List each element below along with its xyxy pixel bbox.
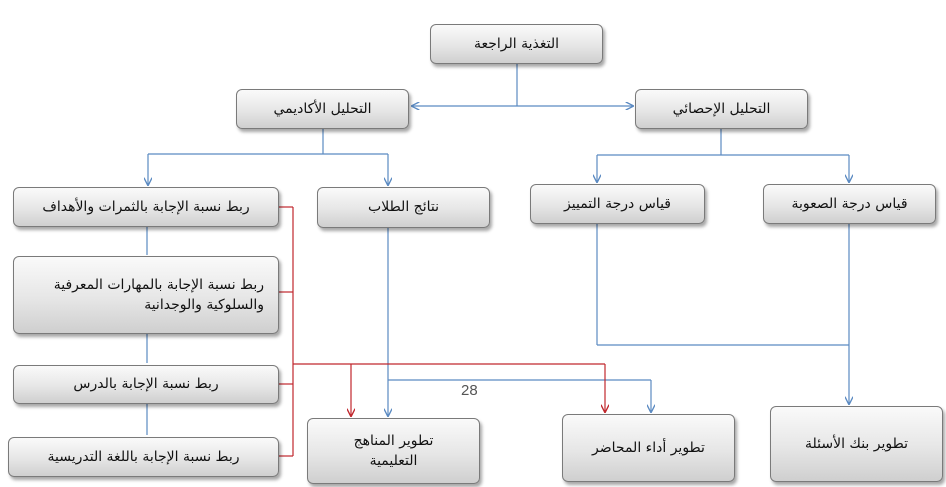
node-student-results: نتائج الطلاب — [317, 187, 490, 228]
page-number: 28 — [461, 382, 478, 399]
node-label: التحليل الإحصائي — [672, 100, 771, 117]
node-statistical-analysis: التحليل الإحصائي — [635, 89, 808, 129]
node-label: ربط نسبة الإجابة بالثمرات والأهداف — [42, 198, 250, 215]
node-academic-analysis: التحليل الأكاديمي — [236, 89, 409, 129]
academic-branch-connector — [148, 128, 388, 185]
node-link-skills: ربط نسبة الإجابة بالمهارات المعرفية والس… — [13, 256, 279, 334]
node-label: ربط نسبة الإجابة بالمهارات المعرفية والس… — [53, 276, 264, 313]
node-difficulty-index: قياس درجة الصعوبة — [763, 184, 936, 224]
node-lecturer-development: تطوير أداء المحاضر — [562, 414, 735, 482]
node-curriculum-development: تطوير المناهج التعليمية — [307, 418, 480, 484]
node-link-lesson: ربط نسبة الإجابة بالدرس — [13, 365, 279, 404]
node-label: تطوير بنك الأسئلة — [804, 435, 909, 452]
feedback-connector — [412, 64, 633, 106]
node-discrimination-index: قياس درجة التمييز — [530, 184, 705, 224]
node-link-language: ربط نسبة الإجابة باللغة التدريسية — [8, 437, 279, 477]
node-label: قياس درجة الصعوبة — [791, 195, 908, 212]
node-link-outcomes-goals: ربط نسبة الإجابة بالثمرات والأهداف — [13, 187, 279, 227]
node-label: نتائج الطلاب — [368, 199, 439, 216]
red-bracket-connector — [279, 206, 605, 457]
discrimination-connector — [596, 224, 849, 346]
node-label: ربط نسبة الإجابة بالدرس — [73, 376, 219, 393]
node-feedback: التغذية الراجعة — [430, 24, 603, 64]
node-label: قياس درجة التمييز — [564, 195, 671, 212]
node-label: التغذية الراجعة — [473, 35, 560, 52]
statistical-branch-connector — [597, 128, 849, 182]
node-label: التحليل الأكاديمي — [273, 100, 372, 117]
node-question-bank-development: تطوير بنك الأسئلة — [770, 406, 943, 482]
student-results-connector — [388, 228, 651, 416]
node-label: تطوير أداء المحاضر — [592, 439, 705, 456]
node-label: تطوير المناهج التعليمية — [353, 432, 434, 469]
node-label: ربط نسبة الإجابة باللغة التدريسية — [47, 448, 240, 465]
